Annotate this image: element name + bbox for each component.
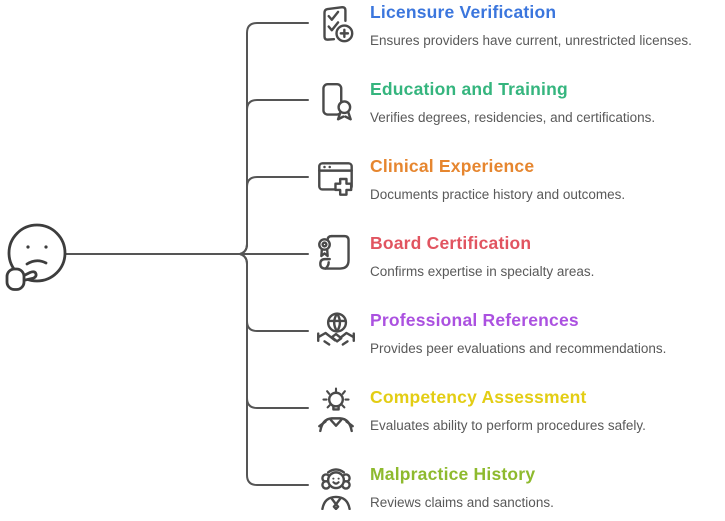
connector-line (239, 22, 309, 255)
item-title: Competency Assessment (370, 387, 587, 407)
item-description: Provides peer evaluations and recommenda… (370, 341, 667, 356)
item-title: Board Certification (370, 233, 532, 253)
item-description: Ensures providers have current, unrestri… (370, 33, 692, 48)
competency-assessment-icon (315, 387, 357, 435)
connector-line (239, 176, 309, 255)
item-description: Evaluates ability to perform procedures … (370, 418, 646, 433)
board-certification-icon (315, 233, 357, 281)
mindmap-item-malpractice-history: Malpractice History Reviews claims and s… (315, 464, 720, 520)
item-description: Verifies degrees, residencies, and certi… (370, 110, 656, 125)
item-description: Documents practice history and outcomes. (370, 187, 626, 202)
item-description: Reviews claims and sanctions. (370, 495, 554, 510)
mindmap-item-licensure-verification: Licensure Verification Ensures providers… (315, 2, 720, 58)
mindmap-item-competency-assessment: Competency Assessment Evaluates ability … (315, 387, 720, 443)
item-description: Confirms expertise in specialty areas. (370, 264, 595, 279)
item-title: Clinical Experience (370, 156, 535, 176)
license-verification-icon (315, 2, 357, 50)
item-title: Licensure Verification (370, 2, 557, 22)
mindmap-item-clinical-experience: Clinical Experience Documents practice h… (315, 156, 720, 212)
mindmap-item-board-certification: Board Certification Confirms expertise i… (315, 233, 720, 289)
central-node (1, 220, 67, 292)
professional-references-icon (315, 310, 357, 358)
malpractice-history-icon (315, 464, 357, 512)
connector-line (239, 253, 309, 486)
education-training-icon (315, 79, 357, 127)
clinical-experience-icon (315, 156, 357, 204)
item-title: Professional References (370, 310, 579, 330)
mindmap-item-professional-references: Professional References Provides peer ev… (315, 310, 720, 366)
mindmap-item-education-and-training: Education and Training Verifies degrees,… (315, 79, 720, 135)
item-title: Education and Training (370, 79, 568, 99)
item-title: Malpractice History (370, 464, 536, 484)
thinking-face-icon (5, 223, 67, 291)
connector-line (239, 253, 309, 332)
